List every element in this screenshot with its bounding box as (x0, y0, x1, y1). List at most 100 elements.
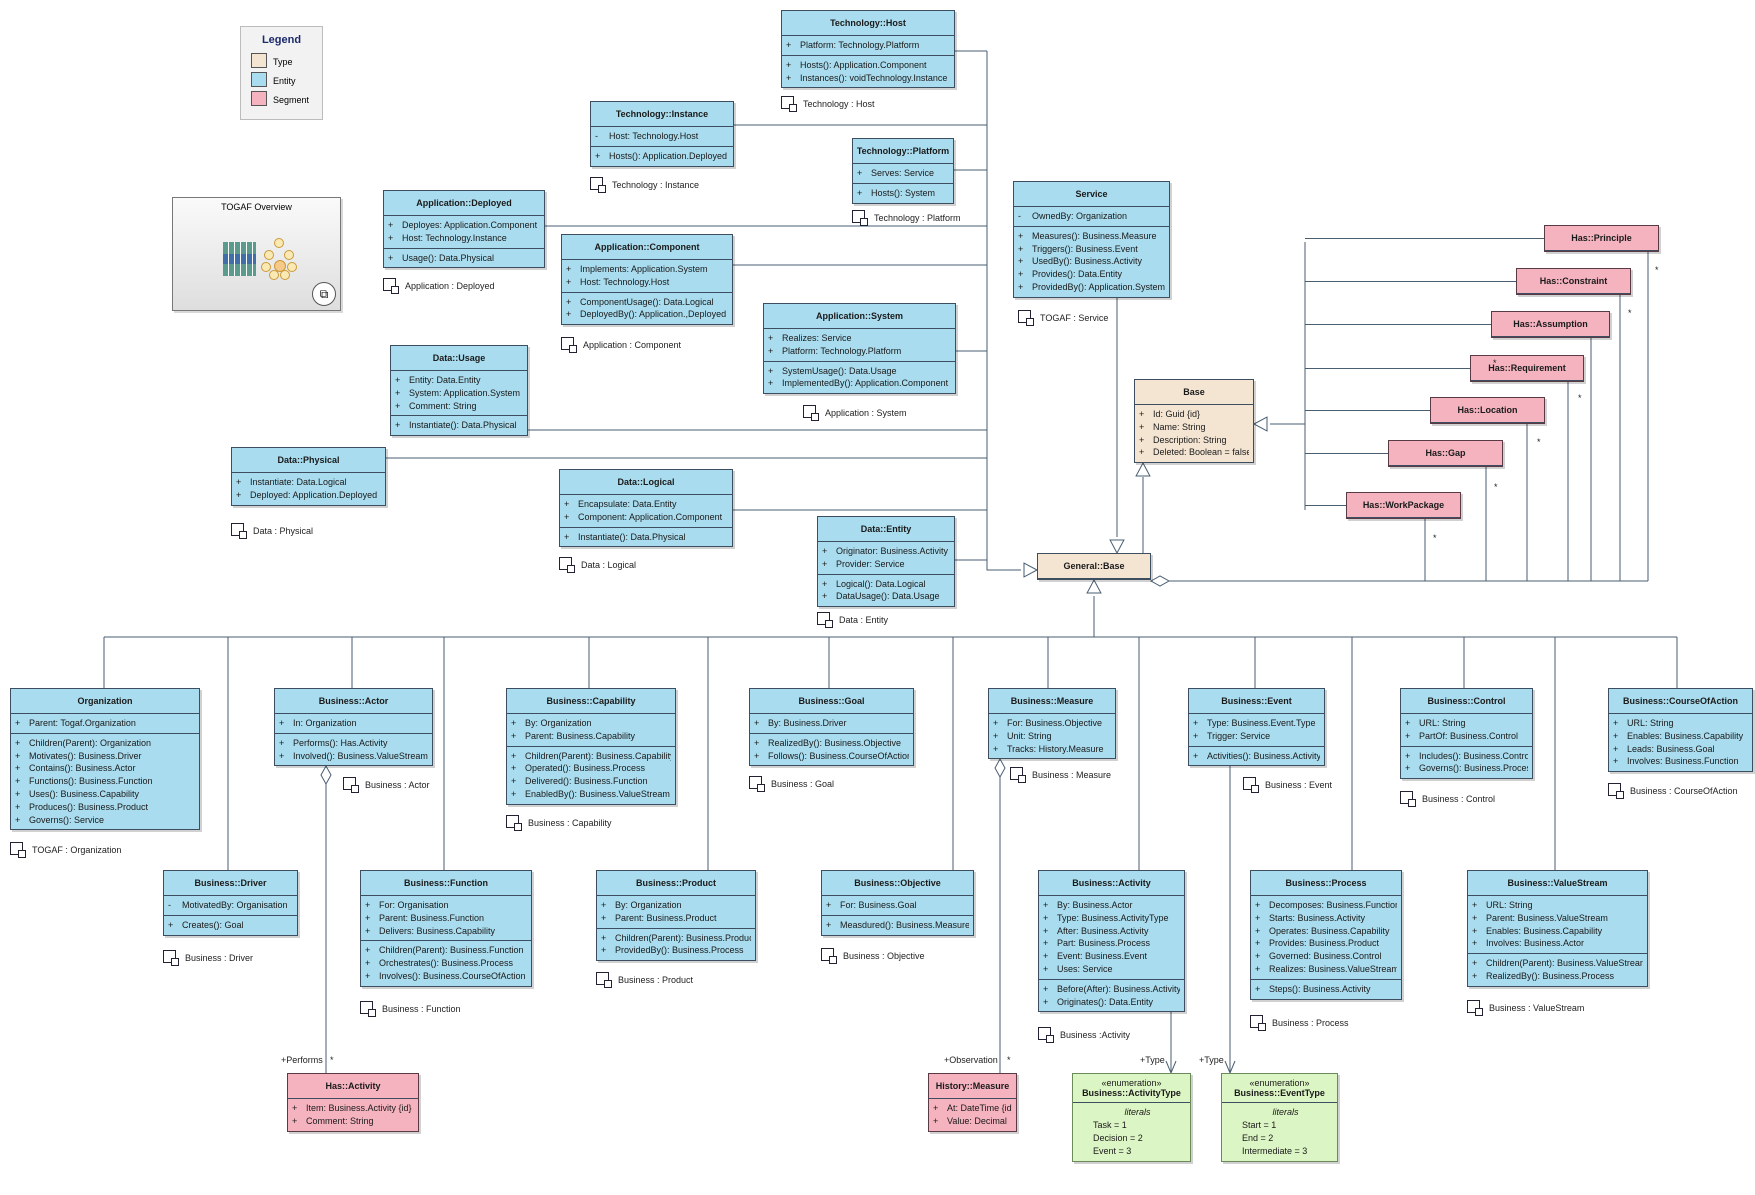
class-data-entity[interactable]: Data::Entity+Originator: Business.Activi… (817, 516, 955, 608)
class-tech-instance[interactable]: Technology::Instance-Host: Technology.Ho… (590, 101, 734, 167)
class-attributes: +Decomposes: Business.Function+Starts: B… (1251, 896, 1401, 980)
class-app-deployed[interactable]: Application::Deployed+Deployes: Applicat… (383, 190, 545, 269)
class-valuestream[interactable]: Business::ValueStream+URL: String+Parent… (1467, 870, 1648, 987)
togaf-overview-diagram-link[interactable]: TOGAF Overview ⧉ (172, 197, 341, 311)
diagram-link-icon[interactable] (506, 815, 522, 831)
class-control[interactable]: Business::Control+URL: String+PartOf: Bu… (1400, 688, 1533, 780)
diagram-link-caption[interactable]: Business : Event (1243, 777, 1332, 793)
class-has-requirement[interactable]: Has::Requirement (1470, 355, 1584, 382)
diagram-link-icon[interactable] (1400, 791, 1416, 807)
diagram-link-icon[interactable] (559, 557, 575, 573)
class-history-measure[interactable]: History::Measure+At: DateTime {id}+Value… (928, 1073, 1017, 1132)
diagram-link-caption[interactable]: Business : Objective (821, 948, 925, 964)
diagram-link-icon[interactable] (1250, 1015, 1266, 1031)
diagram-link-icon[interactable] (749, 776, 765, 792)
diagram-link-caption[interactable]: Business : Product (596, 972, 693, 988)
diagram-link-icon[interactable] (1608, 783, 1624, 799)
class-function[interactable]: Business::Function+For: Organisation+Par… (360, 870, 532, 987)
diagram-link-icon[interactable] (383, 278, 399, 294)
diagram-link-caption[interactable]: Business : ValueStream (1467, 1000, 1584, 1016)
diagram-link-caption[interactable]: Business : Driver (163, 950, 253, 966)
class-actor[interactable]: Business::Actor+In: Organization+Perform… (274, 688, 433, 767)
class-data-logical[interactable]: Data::Logical+Encapsulate: Data.Entity+C… (559, 469, 733, 548)
diagram-link-caption[interactable]: Technology : Instance (590, 177, 699, 193)
class-name: Business::ActivityType (1082, 1088, 1181, 1098)
diagram-link-icon[interactable]: ⧉ (312, 282, 336, 306)
diagram-link-icon[interactable] (231, 523, 247, 539)
diagram-link-icon[interactable] (1038, 1027, 1054, 1043)
diagram-link-caption[interactable]: Data : Physical (231, 523, 313, 539)
diagram-link-icon[interactable] (343, 777, 359, 793)
class-capability[interactable]: Business::Capability+By: Organization+Pa… (506, 688, 676, 805)
diagram-link-icon[interactable] (163, 950, 179, 966)
class-app-component[interactable]: Application::Component+Implements: Appli… (561, 234, 733, 326)
diagram-link-caption[interactable]: Business : Control (1400, 791, 1495, 807)
visibility-marker: + (1405, 718, 1411, 728)
diagram-link-icon[interactable] (590, 177, 606, 193)
diagram-link-icon[interactable] (1467, 1000, 1483, 1016)
class-service[interactable]: Service-OwnedBy: Organization+Measures()… (1013, 181, 1170, 298)
diagram-link-caption[interactable]: Business : Function (360, 1001, 461, 1017)
class-goal[interactable]: Business::Goal+By: Business.Driver+Reali… (749, 688, 914, 767)
diagram-link-caption[interactable]: Business : Capability (506, 815, 612, 831)
diagram-link-caption[interactable]: Application : System (803, 405, 907, 421)
visibility-marker: + (1405, 730, 1411, 741)
diagram-link-caption[interactable]: Business : Actor (343, 777, 430, 793)
class-activity[interactable]: Business::Activity+By: Business.Actor+Ty… (1038, 870, 1185, 1013)
class-app-system[interactable]: Application::System+Realizes: Service+Pl… (763, 303, 956, 395)
class-has-location[interactable]: Has::Location (1430, 397, 1545, 424)
class-has-principle[interactable]: Has::Principle (1544, 225, 1659, 252)
visibility-marker: + (601, 945, 607, 956)
class-driver[interactable]: Business::Driver-MotivatedBy: Organisati… (163, 870, 298, 936)
diagram-link-icon[interactable] (561, 337, 577, 353)
diagram-link-icon[interactable] (1018, 310, 1034, 326)
diagram-link-icon[interactable] (817, 612, 833, 628)
diagram-link-caption[interactable]: TOGAF : Service (1018, 310, 1108, 326)
class-data-usage[interactable]: Data::Usage+Entity: Data.Entity+System: … (390, 345, 528, 437)
diagram-link-icon[interactable] (1010, 767, 1026, 783)
class-tech-host[interactable]: Technology::Host+Platform: Technology.Pl… (781, 10, 955, 89)
member-text: DeployedBy(): Application.,Deployed (580, 309, 727, 320)
class-has-activity[interactable]: Has::Activity+Item: Business.Activity {i… (287, 1073, 419, 1132)
diagram-link-caption[interactable]: Business : Measure (1010, 767, 1111, 783)
diagram-link-caption[interactable]: TOGAF : Organization (10, 842, 121, 858)
operation-row: +Follows(): Business.CourseOfAction (754, 750, 909, 763)
class-has-assumption[interactable]: Has::Assumption (1491, 311, 1610, 338)
class-base[interactable]: Base+Id: Guid {id}+Name: String+Descript… (1134, 379, 1254, 464)
class-product[interactable]: Business::Product+By: Organization+Paren… (596, 870, 756, 962)
class-organization[interactable]: Organization+Parent: Togaf.Organization+… (10, 688, 200, 831)
diagram-link-icon[interactable] (821, 948, 837, 964)
diagram-link-caption[interactable]: Business : Goal (749, 776, 834, 792)
class-has-workpackage[interactable]: Has::WorkPackage (1346, 492, 1461, 519)
diagram-link-icon[interactable] (10, 842, 26, 858)
diagram-link-caption[interactable]: Application : Component (561, 337, 681, 353)
diagram-link-caption[interactable]: Technology : Host (781, 96, 875, 112)
class-event[interactable]: Business::Event+Type: Business.Event.Typ… (1188, 688, 1325, 767)
diagram-link-caption[interactable]: Data : Logical (559, 557, 636, 573)
diagram-link-caption[interactable]: Technology : Platform (852, 210, 961, 226)
diagram-link-icon[interactable] (596, 972, 612, 988)
visibility-marker: + (1472, 912, 1478, 923)
diagram-link-icon[interactable] (1243, 777, 1259, 793)
diagram-link-caption[interactable]: Application : Deployed (383, 278, 495, 294)
diagram-link-caption[interactable]: Business : CourseOfAction (1608, 783, 1738, 799)
class-courseofaction[interactable]: Business::CourseOfAction+URL: String+Ena… (1608, 688, 1753, 773)
diagram-link-icon[interactable] (852, 210, 868, 226)
class-measure[interactable]: Business::Measure+For: Business.Objectiv… (988, 688, 1116, 760)
diagram-link-icon[interactable] (360, 1001, 376, 1017)
class-general-base[interactable]: General::Base (1037, 553, 1151, 580)
class-data-physical[interactable]: Data::Physical+Instantiate: Data.Logical… (231, 447, 386, 506)
class-has-gap[interactable]: Has::Gap (1388, 440, 1503, 467)
class-objective[interactable]: Business::Objective+For: Business.Goal+M… (821, 870, 974, 936)
class-attributes: +Entity: Data.Entity+System: Application… (391, 371, 527, 417)
class-process[interactable]: Business::Process+Decomposes: Business.F… (1250, 870, 1402, 1000)
class-tech-platform[interactable]: Technology::Platform+Serves: Service+Hos… (852, 138, 954, 204)
diagram-link-icon[interactable] (803, 405, 819, 421)
diagram-link-caption[interactable]: Business : Process (1250, 1015, 1349, 1031)
diagram-link-caption[interactable]: Data : Entity (817, 612, 888, 628)
diagram-link-icon[interactable] (781, 96, 797, 112)
class-has-constraint[interactable]: Has::Constraint (1516, 268, 1631, 295)
diagram-link-caption[interactable]: Business :Activity (1038, 1027, 1130, 1043)
